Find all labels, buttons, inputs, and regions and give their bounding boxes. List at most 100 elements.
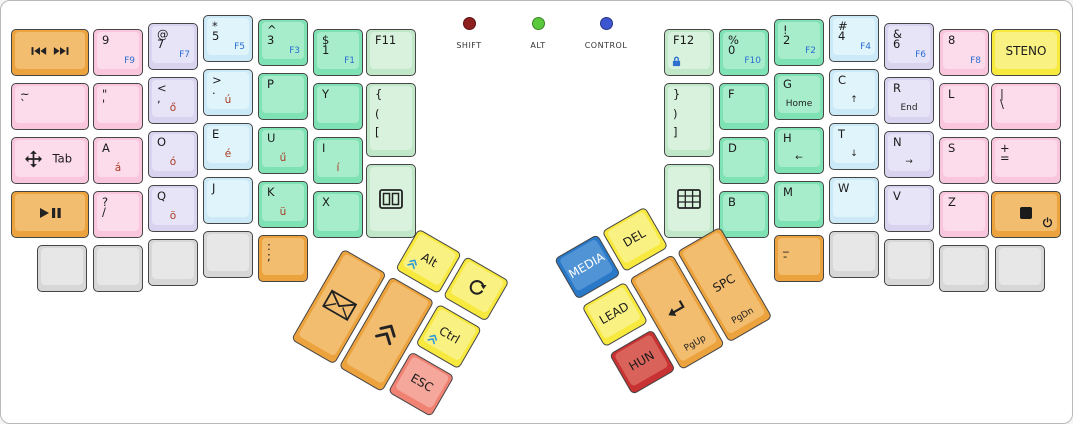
key-t[interactable]: T↓ bbox=[829, 123, 879, 170]
key-d[interactable]: D bbox=[719, 137, 769, 184]
key-h[interactable]: H← bbox=[774, 127, 824, 174]
key-l[interactable]: L bbox=[939, 83, 989, 130]
key-v-cap: V bbox=[888, 188, 930, 225]
key-open-brackets[interactable]: {([ bbox=[366, 83, 416, 157]
key-i-label: I bbox=[322, 141, 326, 155]
key-c[interactable]: C↑ bbox=[829, 69, 879, 116]
key-period-label: > bbox=[212, 73, 222, 87]
key-play-pause[interactable] bbox=[11, 191, 89, 238]
key-j-cap: J bbox=[207, 180, 249, 217]
key-z-cap: Z bbox=[943, 194, 985, 231]
enter-icon bbox=[662, 297, 690, 324]
key-blank-8[interactable] bbox=[995, 245, 1045, 292]
key-close-brackets-cap: })] bbox=[668, 86, 710, 150]
key-blank-5[interactable] bbox=[829, 231, 879, 278]
key-backslash[interactable]: |\ bbox=[991, 83, 1061, 130]
key-close-brackets[interactable]: })] bbox=[664, 83, 714, 157]
key-z[interactable]: Z bbox=[939, 191, 989, 238]
key-y-cap: Y bbox=[317, 86, 359, 123]
key-equals[interactable]: += bbox=[991, 137, 1061, 184]
key-l-cap: L bbox=[943, 86, 985, 123]
key-quote[interactable]: "' bbox=[93, 83, 143, 130]
key-blank-1[interactable] bbox=[37, 245, 87, 292]
columns-icon bbox=[379, 189, 403, 209]
key-blank-3-cap bbox=[152, 242, 194, 279]
key-f12[interactable]: F12 bbox=[664, 29, 714, 76]
key-columns-layout-cap bbox=[370, 167, 412, 231]
key-y[interactable]: Y bbox=[313, 83, 363, 130]
key-tab[interactable]: Tab bbox=[11, 137, 89, 184]
key-del-cap: DEL bbox=[606, 211, 662, 265]
key-steno-label: STENO bbox=[1005, 43, 1047, 58]
key-x-cap: X bbox=[317, 194, 359, 231]
key-mail-macro[interactable] bbox=[291, 248, 387, 365]
key-k-label: K bbox=[267, 185, 275, 199]
key-blank-6[interactable] bbox=[884, 239, 934, 286]
key-blank-2[interactable] bbox=[93, 245, 143, 292]
indicator-shift: SHIFT bbox=[437, 15, 501, 50]
key-enter[interactable]: PgUp bbox=[629, 254, 725, 371]
key-numpad-layer[interactable] bbox=[664, 164, 714, 238]
key-m[interactable]: M bbox=[774, 181, 824, 228]
key-b[interactable]: B bbox=[719, 191, 769, 238]
key-semicolon[interactable]: :; bbox=[258, 235, 308, 282]
key-stop-power[interactable] bbox=[991, 191, 1061, 238]
key-period-label: . bbox=[212, 83, 216, 98]
key-j-label: J bbox=[212, 181, 216, 195]
key-w[interactable]: W bbox=[829, 177, 879, 224]
key-1-label: $ bbox=[322, 33, 330, 47]
key-slash-cap: ?/ bbox=[97, 194, 139, 231]
key-hyphen[interactable]: _- bbox=[774, 235, 824, 282]
key-ctrl[interactable]: Ctrl bbox=[415, 303, 483, 370]
key-f[interactable]: F bbox=[719, 83, 769, 130]
key-quote-cap: "' bbox=[97, 86, 139, 123]
key-8-label: 8 bbox=[948, 33, 956, 47]
key-redo[interactable] bbox=[442, 256, 510, 322]
key-steno[interactable]: STENO bbox=[991, 29, 1061, 76]
key-blank-4[interactable] bbox=[203, 231, 253, 278]
key-s[interactable]: S bbox=[939, 137, 989, 184]
key-alt[interactable]: Alt bbox=[395, 228, 462, 295]
key-media-prev-next[interactable] bbox=[11, 29, 89, 76]
key-shift-chevrons[interactable] bbox=[338, 276, 435, 393]
key-period[interactable]: >.ú bbox=[203, 69, 253, 116]
key-slash[interactable]: ?/ bbox=[93, 191, 143, 238]
key-blank-3[interactable] bbox=[148, 239, 198, 286]
key-tilde[interactable]: ~` bbox=[11, 83, 89, 130]
key-columns-layout[interactable] bbox=[366, 164, 416, 238]
key-v[interactable]: V bbox=[884, 185, 934, 232]
key-n[interactable]: N→ bbox=[884, 131, 934, 178]
key-p[interactable]: P bbox=[258, 73, 308, 120]
key-j[interactable]: J bbox=[203, 177, 253, 224]
key-tilde-cap: ~` bbox=[15, 86, 85, 123]
key-x[interactable]: X bbox=[313, 191, 363, 238]
key-3-label: ^ bbox=[267, 23, 277, 37]
key-comma[interactable]: <,ő bbox=[148, 77, 198, 124]
key-blank-7[interactable] bbox=[939, 245, 989, 292]
key-f11[interactable]: F11 bbox=[366, 29, 416, 76]
key-hun-layer-label: HUN bbox=[626, 347, 657, 374]
key-mail-macro-cap bbox=[297, 253, 382, 357]
mini-chevrons-icon bbox=[407, 257, 420, 270]
